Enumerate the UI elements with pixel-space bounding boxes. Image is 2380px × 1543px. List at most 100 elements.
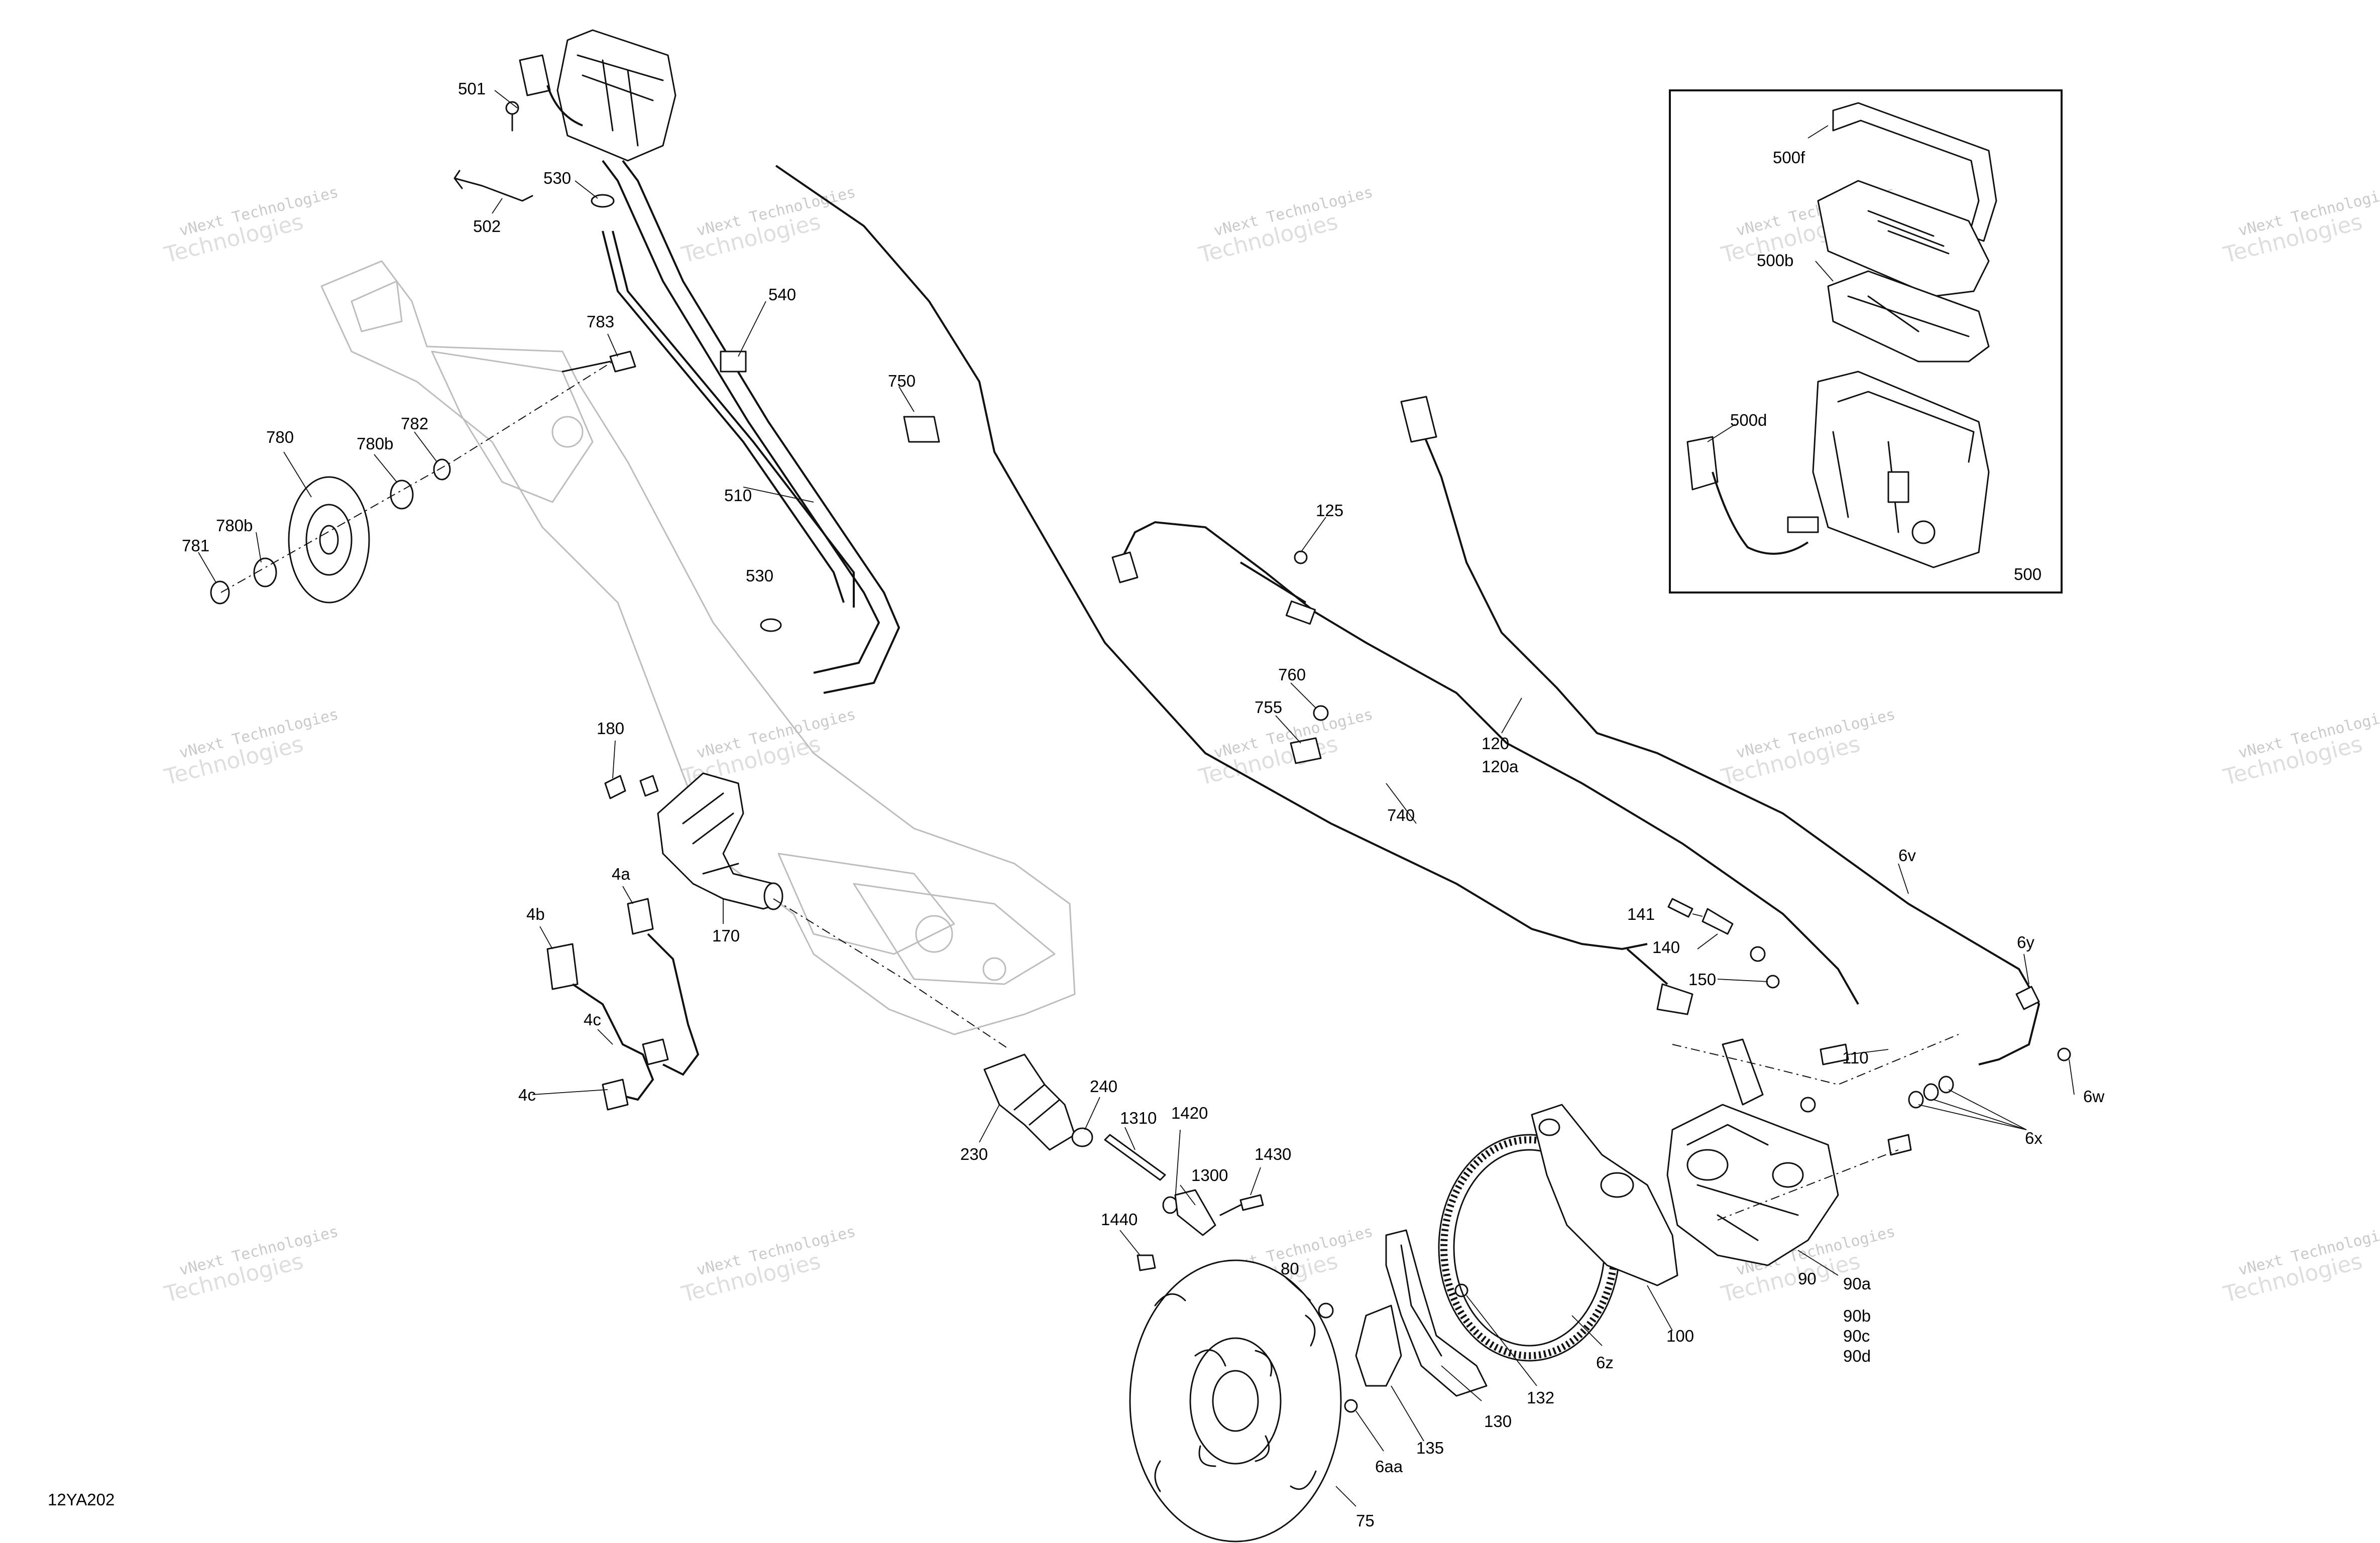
callout-6y: 6y [2017, 933, 2034, 952]
line-120 [1119, 521, 1859, 1005]
module-housing [556, 29, 676, 162]
cables [775, 165, 2071, 1065]
watermark: vNext Technologies Technologies [161, 183, 340, 268]
callout-120: 120 [1482, 734, 1509, 753]
part-1430-bolt [1239, 1194, 1264, 1211]
drawing-id: 12YA202 [48, 1490, 115, 1509]
callout-1300: 1300 [1191, 1166, 1228, 1184]
callout-75: 75 [1356, 1511, 1375, 1530]
inset-500 [1669, 89, 2063, 594]
part-150-banjo [1656, 983, 1693, 1015]
pulley-group [210, 350, 636, 605]
callout-90: 90 [1798, 1269, 1817, 1288]
line-740 [775, 165, 1648, 951]
callout-6z: 6z [1596, 1353, 1614, 1372]
callout-510: 510 [724, 486, 752, 505]
callout-170: 170 [712, 926, 740, 945]
part-780-pulley [288, 476, 370, 604]
part-783-bolt [609, 350, 636, 373]
callout-90b: 90b [1843, 1307, 1871, 1325]
callout-130: 130 [1484, 1412, 1512, 1431]
callout-4c: 4c [518, 1086, 536, 1104]
callout-4c: 4c [584, 1010, 601, 1029]
part-501-connector [519, 54, 551, 96]
watermark: vNext Technologies Technologies [1196, 183, 1375, 268]
callout-80: 80 [1281, 1259, 1299, 1278]
brake-disc-75 [1129, 1259, 1358, 1542]
pads [1355, 1229, 1488, 1397]
callout-100: 100 [1666, 1327, 1694, 1345]
callout-230: 230 [960, 1145, 988, 1163]
callout-1430: 1430 [1255, 1145, 1291, 1163]
part-540-clamp [720, 350, 747, 373]
callout-780b: 780b [357, 434, 393, 453]
callout-140: 140 [1652, 938, 1680, 957]
callout-6aa: 6aa [1375, 1457, 1403, 1476]
callout-530: 530 [746, 566, 773, 585]
inset-frame [1669, 89, 2063, 594]
sensor-4-assembly [546, 898, 700, 1111]
callout-125: 125 [1316, 501, 1343, 520]
part-180-bolt [604, 775, 626, 799]
part-502-clip [454, 170, 533, 202]
part-1440-nut [1137, 1254, 1156, 1271]
part-110-bolt [1820, 1043, 1849, 1065]
callout-135: 135 [1416, 1439, 1444, 1457]
watermark-layer: vNext Technologies Technologies vNext Te… [161, 183, 2380, 1308]
part-1310-rod [1104, 1134, 1166, 1181]
watermark: vNext Technologies Technologies [1718, 705, 1897, 790]
connector-6v [1400, 396, 1437, 443]
watermark: vNext Technologies Technologies [678, 1223, 857, 1308]
callout-90d: 90d [1843, 1347, 1871, 1365]
callout-750: 750 [888, 372, 916, 390]
callout-180: 180 [597, 719, 624, 738]
part-500d-connector [1686, 436, 1719, 491]
part-1300-clevis [1174, 1189, 1216, 1236]
callout-540: 540 [768, 285, 796, 304]
watermark: vNext Technologies Technologies [1196, 705, 1375, 790]
callout-6v: 6v [1898, 846, 1916, 865]
callout-500b: 500b [1757, 251, 1793, 270]
callout-760: 760 [1278, 665, 1306, 684]
callout-500d: 500d [1730, 411, 1767, 429]
callout-120a: 120a [1482, 757, 1519, 776]
callout-6x: 6x [2025, 1129, 2043, 1147]
callout-4b: 4b [526, 905, 545, 923]
leader-lines [198, 90, 2075, 1507]
watermark: vNext Technologies Technologies [161, 705, 340, 790]
callout-501: 501 [458, 79, 486, 98]
callout-90c: 90c [1843, 1327, 1870, 1345]
callout-782: 782 [401, 414, 428, 433]
callout-783: 783 [587, 312, 614, 331]
callout-740: 740 [1387, 806, 1415, 824]
master-cylinder-170 [604, 772, 1010, 1050]
callout-1440: 1440 [1101, 1210, 1138, 1229]
caliper-bracket-100 [1531, 1104, 1678, 1286]
part-230-boot [983, 1053, 1076, 1151]
callout-500f: 500f [1773, 148, 1805, 167]
part-135-spring [1355, 1304, 1402, 1387]
callout-141: 141 [1627, 905, 1655, 923]
line-6v [1415, 416, 2041, 1065]
callout-1310: 1310 [1120, 1109, 1157, 1127]
callout-1420: 1420 [1171, 1104, 1208, 1122]
inset-label-500: 500 [2014, 565, 2042, 583]
callout-110: 110 [1842, 1048, 1869, 1067]
connector-120 [1111, 551, 1139, 583]
callout-labels: 501 502 530 530 540 510 783 780 780b 782… [48, 79, 2104, 1530]
caliper-90 [1666, 1034, 1959, 1266]
pushrod-assembly [983, 1053, 1264, 1271]
callout-240: 240 [1090, 1077, 1117, 1096]
callout-781: 781 [182, 536, 209, 555]
callout-780: 780 [266, 428, 294, 446]
part-750-bleeder [903, 416, 940, 443]
callout-755: 755 [1255, 698, 1282, 717]
callout-530: 530 [543, 169, 571, 187]
callout-132: 132 [1527, 1388, 1554, 1407]
part-130-pad [1385, 1229, 1488, 1397]
watermark: vNext Technologies Technologies [161, 1223, 340, 1308]
callout-780b: 780b [216, 516, 253, 535]
callout-502: 502 [473, 217, 501, 235]
watermark: vNext Technologies Technologies [2220, 1223, 2380, 1308]
